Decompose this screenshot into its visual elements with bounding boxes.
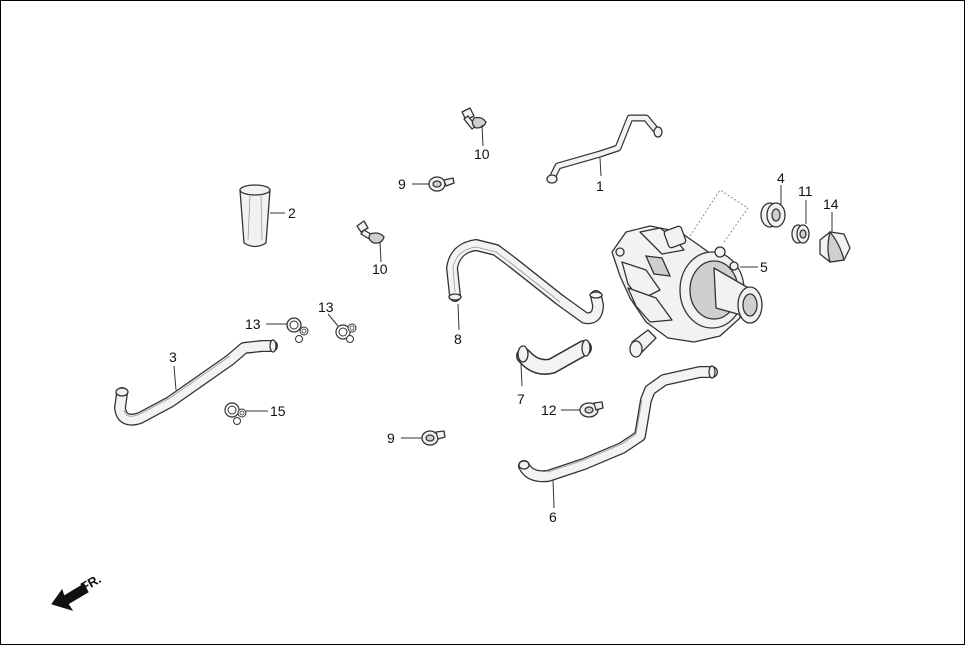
callout-6: 6 <box>549 509 557 525</box>
o-rings-13-left <box>286 317 309 343</box>
callout-10-lower: 10 <box>372 261 388 277</box>
leader-13-right <box>327 313 339 327</box>
leader-8 <box>457 303 460 331</box>
leader-3 <box>173 365 177 391</box>
pump-assembly-5 <box>611 225 763 358</box>
callout-4: 4 <box>777 170 785 186</box>
o-rings-13-right <box>335 323 357 343</box>
tube-1 <box>546 114 663 184</box>
cap-nut-14 <box>819 230 851 263</box>
callout-1: 1 <box>596 178 604 194</box>
callout-9-lower: 9 <box>387 430 395 446</box>
hose-8 <box>446 239 604 325</box>
callout-11: 11 <box>798 183 813 199</box>
leader-7 <box>520 363 523 387</box>
hose-7 <box>516 339 592 375</box>
clamp-9-upper <box>428 176 455 192</box>
callout-13-right: 13 <box>318 299 334 315</box>
callout-10-upper: 10 <box>474 146 490 162</box>
clamp-12 <box>579 401 604 418</box>
clamp-9-lower <box>421 430 446 446</box>
callout-8: 8 <box>454 331 462 347</box>
bolt-10-lower <box>356 220 385 244</box>
callout-7: 7 <box>517 391 525 407</box>
leader-10-upper <box>481 124 484 147</box>
callout-9-upper: 9 <box>398 176 406 192</box>
callout-14: 14 <box>823 196 839 212</box>
hose-6 <box>518 365 718 483</box>
callout-13-left: 13 <box>245 316 261 332</box>
callout-3: 3 <box>169 349 177 365</box>
leader-6 <box>552 479 555 509</box>
o-rings-15 <box>224 402 247 425</box>
callout-5: 5 <box>760 259 768 275</box>
cap-2 <box>239 184 271 248</box>
leader-10-lower <box>379 241 382 263</box>
alignment-lines <box>689 189 749 243</box>
callout-12: 12 <box>541 402 557 418</box>
front-direction-arrow-icon <box>51 583 89 611</box>
callout-2: 2 <box>288 205 296 221</box>
callout-15: 15 <box>270 403 286 419</box>
washer-11 <box>791 224 810 244</box>
leader-1 <box>599 157 602 177</box>
hose-3 <box>114 339 278 426</box>
seal-4 <box>760 202 786 228</box>
